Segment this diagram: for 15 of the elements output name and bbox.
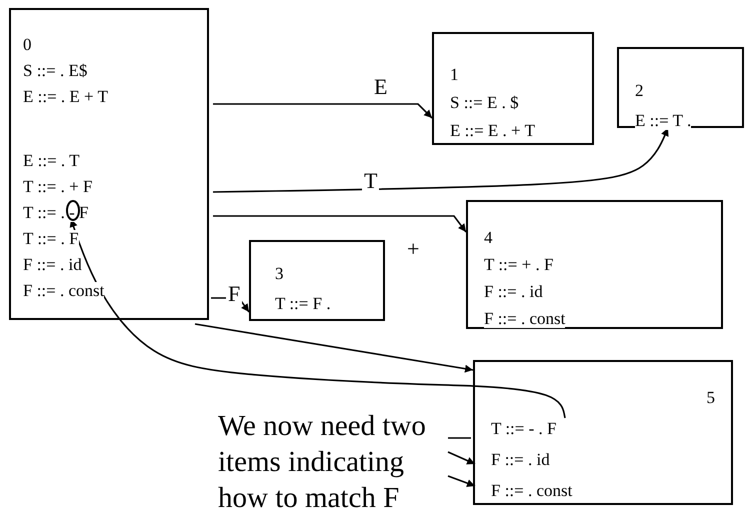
- transition-arrow: [211, 297, 250, 312]
- transition-arrow: [448, 475, 476, 487]
- transition-arrow: [194, 323, 474, 373]
- transition-arrow: [448, 451, 476, 465]
- state-box: [473, 360, 733, 505]
- circle-mark: [66, 200, 80, 221]
- state-box: [432, 32, 594, 145]
- state-box: [466, 200, 723, 329]
- state-box: [9, 8, 209, 320]
- transition-arrow: [213, 215, 467, 232]
- annotation-text: We now need two items indicating how to match F: [218, 409, 427, 516]
- transition-arrow: [213, 103, 433, 119]
- transition-arrow: [212, 128, 669, 193]
- state-box: [249, 240, 385, 321]
- state-box: [617, 47, 744, 128]
